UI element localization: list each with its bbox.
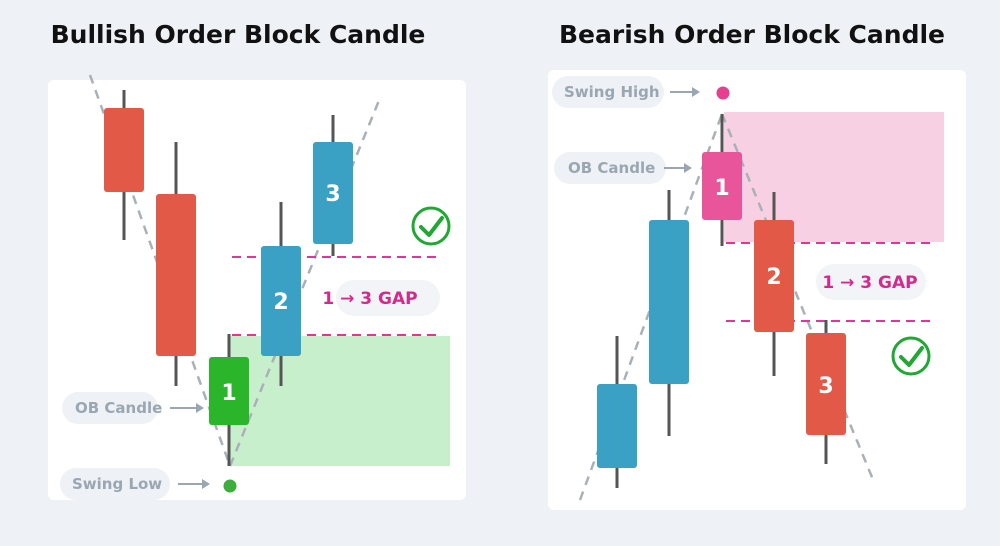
bearish-candle-2-number: 2 [766,265,781,290]
bullish-candle-2-number: 2 [273,290,288,315]
bearish-title: Bearish Order Block Candle [559,20,945,49]
bullish-candle-1-number: 1 [221,381,236,406]
bearish-candle-a-body [597,384,637,468]
bullish-candle-b-body [156,194,196,356]
bullish-title: Bullish Order Block Candle [51,20,426,49]
bullish-check-icon [411,206,451,246]
bullish-swing-label-bg [60,468,170,500]
bearish-swing-high-dot [716,86,730,100]
bullish-swing-arrow-head [202,479,210,489]
bullish-swing-label: Swing Low [72,475,162,493]
bearish-candle-1-body [702,152,742,220]
bullish-up-trendline [228,97,382,467]
bearish-gap-label-bg [816,264,926,300]
bullish-ob-arrow-head [196,403,204,413]
bearish-candle-3-body [806,333,846,435]
bearish-gap-label: 1 → 3 GAP [822,273,917,293]
bullish-ob-label: OB Candle [75,399,162,417]
bearish-swing-arrow-head [692,87,700,97]
bearish-swing-label-bg [552,76,664,108]
bullish-gap-label-bg [336,280,440,316]
bearish-candle-2-body [754,220,794,332]
bullish-swing-low-dot [223,479,237,493]
bullish-candle-3-body [313,142,353,244]
bullish-candle-1-body [209,357,249,425]
bullish-gap-label: 1 → 3 GAP [322,289,417,309]
bearish-ob-label: OB Candle [568,159,655,177]
bearish-swing-label: Swing High [564,83,660,101]
bullish-chart: 1 2 3 1 → 3 GAP OB Candle Swing Low [60,74,451,500]
bullish-candle-2-body [261,246,301,356]
bearish-candle-b-body [649,220,689,384]
bullish-candle-a-body [104,108,144,192]
bullish-ob-label-bg [62,392,158,424]
bearish-ob-arrow-head [684,163,692,173]
bearish-candle-3-number: 3 [818,374,833,399]
bearish-candle-1-number: 1 [714,176,729,201]
bearish-ob-label-bg [554,152,666,184]
bearish-check-icon [891,336,931,376]
bullish-candle-3-number: 3 [325,182,340,207]
bearish-chart: 1 2 3 1 → 3 GAP Swing High OB Candle [552,76,944,501]
bearish-down-trendline [720,113,876,483]
bullish-ob-zone [230,336,450,466]
